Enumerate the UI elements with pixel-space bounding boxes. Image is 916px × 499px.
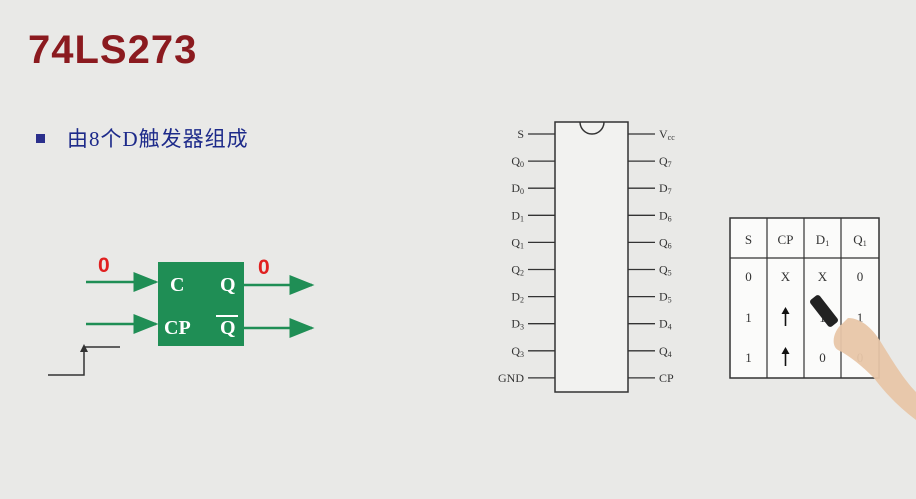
chip-pin-label-right-6: D5 [659, 290, 672, 305]
clock-edge-waveform [48, 344, 120, 376]
bullet-square-icon [36, 133, 45, 143]
pin-qbar-label: Q [220, 317, 236, 339]
rising-edge-arrow-icon [781, 347, 790, 366]
chip-pin-label-left-0: S [517, 127, 524, 141]
bullet-item: 由8个D触发器组成 [36, 123, 249, 153]
pin-q-label: Q [220, 274, 236, 296]
chip-pin-label-left-7: D3 [511, 317, 524, 332]
truth-table-cell-1-3: 1 [857, 310, 864, 325]
bullet-text: 由8个D触发器组成 [67, 127, 249, 151]
chip-body [554, 121, 629, 393]
chip-pin-label-left-5: Q2 [511, 263, 524, 278]
chip-pin-label-right-2: D7 [659, 181, 672, 196]
chip-pin-label-left-9: GND [498, 371, 524, 385]
chip-pin-label-left-3: D1 [511, 208, 524, 223]
chip-pin-label-left-2: D0 [511, 181, 524, 196]
truth-table-cell-0-0: 0 [745, 269, 752, 284]
truth-table-cell-0-2: X [818, 269, 828, 284]
chip-pin-label-left-4: Q1 [511, 235, 524, 250]
truth-table-header-1: CP [778, 232, 794, 247]
chip-pin-label-left-6: D2 [511, 290, 524, 305]
chip-pin-label-left-8: Q3 [511, 344, 524, 359]
truth-table-cell-0-1: X [781, 269, 791, 284]
flipflop-box [158, 262, 244, 346]
chip-pin-label-right-9: CP [659, 371, 674, 385]
chip-pin-label-right-3: D6 [659, 208, 672, 223]
pin-cp-label: CP [164, 317, 191, 339]
truth-table-cell-2-0: 1 [745, 350, 752, 365]
input-value: 0 [98, 254, 110, 277]
chip-pin-label-right-1: Q7 [659, 154, 672, 169]
truth-table-header-0: S [745, 232, 752, 247]
pin-c-label: C [170, 274, 184, 296]
chip-notch [579, 121, 605, 135]
chip-pin-label-right-5: Q5 [659, 263, 672, 278]
rising-edge-arrow-icon [781, 307, 790, 326]
d-flipflop-diagram: C Q CP Q 0 0 [86, 254, 315, 346]
chip-pin-label-right-4: Q6 [659, 235, 672, 250]
chip-pin-label-right-8: Q4 [659, 344, 672, 359]
chip-pin-label-left-1: Q0 [511, 154, 524, 169]
truth-table-cell-2-2: 0 [819, 350, 826, 365]
truth-table-cell-0-3: 0 [857, 269, 864, 284]
chip-pin-label-right-7: D4 [659, 317, 672, 332]
presenter-hand-image [810, 295, 916, 420]
output-value: 0 [258, 256, 270, 279]
truth-table-cell-1-0: 1 [745, 310, 752, 325]
slide-title: 74LS273 [28, 28, 198, 72]
chip-pin-label-right-0: Vcc [659, 127, 675, 142]
